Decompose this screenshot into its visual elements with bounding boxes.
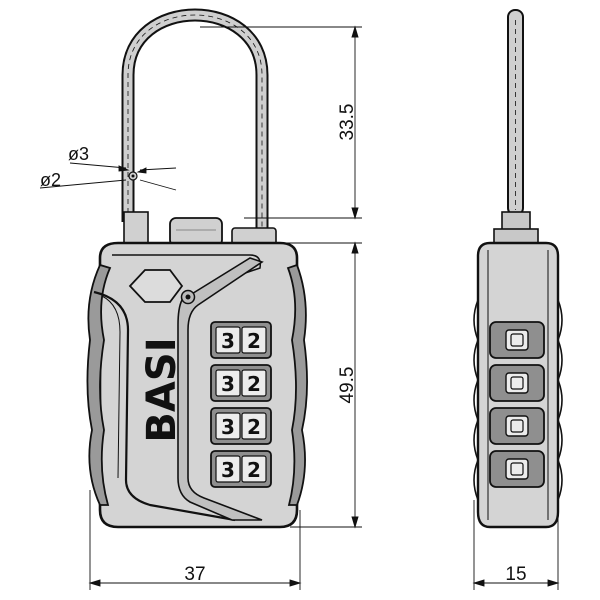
- dial-digit: 2: [247, 458, 261, 482]
- hexagon-emblem: [128, 269, 184, 303]
- front-view: BASI 3 2 3 2 3 2 3 2: [86, 8, 308, 529]
- dial-digit: 2: [247, 415, 261, 439]
- dial-digit: 3: [221, 415, 235, 439]
- dim-shackle-height: 33.5: [337, 104, 358, 141]
- dial-digit: 2: [247, 329, 261, 353]
- cable-shackle: [121, 8, 269, 230]
- diagonal-panel: [177, 257, 264, 521]
- dial-row-4[interactable]: 3 2: [210, 450, 272, 488]
- dim-shackle-outer-dia: ø3: [68, 144, 89, 164]
- side-view: [473, 9, 563, 529]
- side-dial-4: [489, 450, 545, 488]
- side-dial-2: [489, 364, 545, 402]
- shackle-ferrule: [123, 211, 149, 247]
- dial-row-2[interactable]: 3 2: [210, 364, 272, 402]
- dial-digit: 3: [221, 372, 235, 396]
- side-dial-1: [489, 321, 545, 359]
- dim-body-height: 49.5: [337, 367, 358, 404]
- left-bumper: [86, 263, 112, 506]
- dim-shackle-inner-dia: ø2: [40, 170, 61, 190]
- right-bumper: [286, 263, 308, 506]
- dial-digit: 2: [247, 372, 261, 396]
- side-dial-3: [489, 407, 545, 445]
- screw-icon: [180, 289, 196, 305]
- dimension-lines: [39, 25, 560, 590]
- dim-depth: 15: [505, 564, 526, 585]
- dial-digit: 3: [221, 329, 235, 353]
- dial-row-1[interactable]: 3 2: [210, 321, 272, 359]
- side-collar: [501, 211, 531, 231]
- dial-row-3[interactable]: 3 2: [210, 407, 272, 445]
- dim-body-width: 37: [184, 564, 205, 585]
- brand-logo: BASI: [139, 337, 185, 442]
- dial-digit: 3: [221, 458, 235, 482]
